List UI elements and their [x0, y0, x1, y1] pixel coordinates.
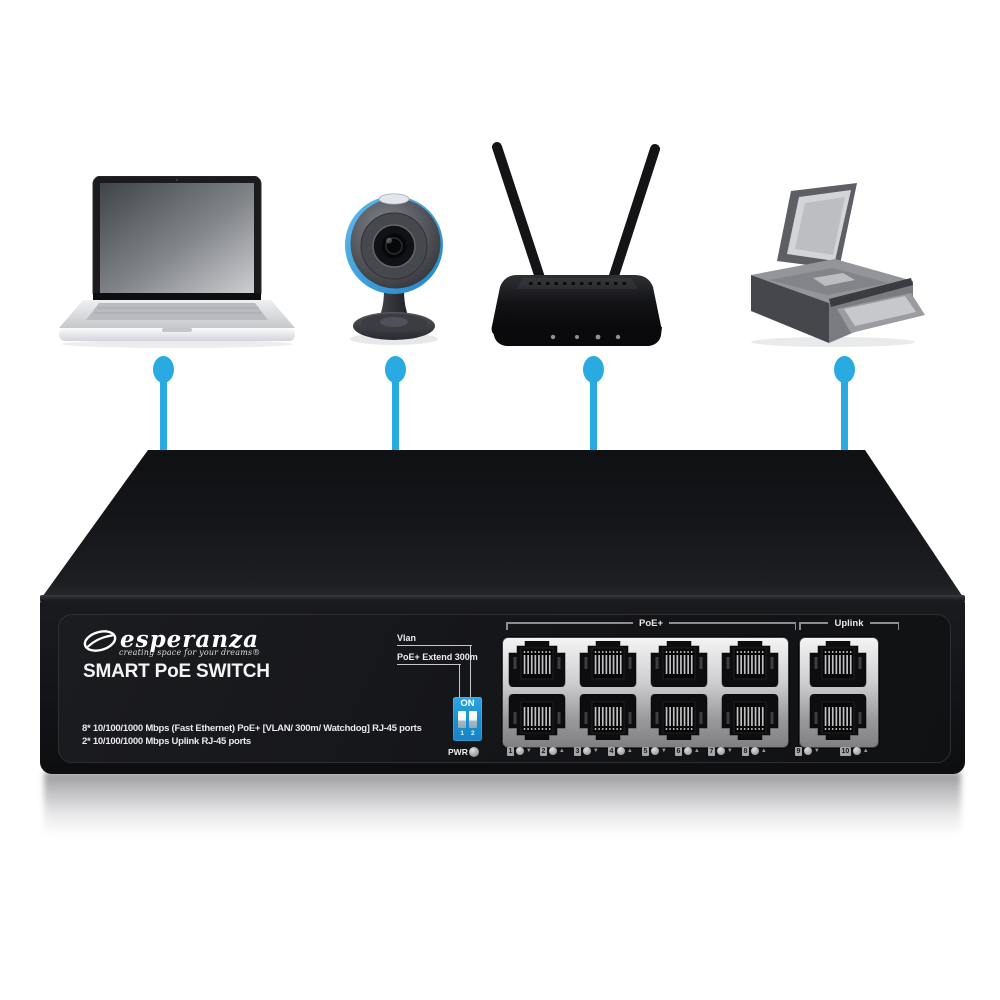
bracket-tick: [506, 622, 508, 630]
switch-front-edge: [40, 595, 965, 602]
connector-dot-router: [582, 356, 604, 383]
port-number: 5: [642, 746, 649, 756]
port-arrow: ▼: [726, 748, 733, 754]
connector-line-printer: [840, 380, 848, 452]
rj45-port-3: [577, 694, 639, 740]
bracket-tick: [799, 622, 801, 630]
rj45-port-6: [648, 641, 710, 687]
dip-pos-1-label: 1: [460, 730, 464, 737]
rj45-port-9: [807, 694, 869, 740]
extend-leader-line: [459, 664, 461, 697]
product-title: SMART PoE SWITCH: [83, 661, 270, 682]
connector-line-router: [589, 380, 597, 452]
port-indicator-7: 7 ▼: [708, 746, 733, 756]
port-number: 1: [507, 746, 514, 756]
connector-dot-printer: [833, 356, 855, 383]
port-number: 9: [795, 746, 802, 756]
uplink-group-label: Uplink: [834, 618, 864, 629]
port-led: [548, 747, 557, 755]
port-led: [616, 747, 625, 755]
port-indicator-5: 5 ▼: [642, 746, 667, 756]
dip-slider-1: [458, 711, 466, 728]
port-indicator-2: 2 ▲: [540, 746, 565, 756]
dip-switch: ON 1 2: [453, 697, 482, 741]
extend-leader-underline: [397, 664, 461, 666]
port-number: 3: [574, 746, 581, 756]
port-led: [683, 747, 692, 755]
port-led: [750, 747, 759, 755]
port-led: [852, 747, 861, 755]
rj45-port-7: [719, 694, 781, 740]
port-arrow: ▲: [760, 748, 767, 754]
rj45-port-2: [506, 641, 568, 687]
port-number: 6: [675, 746, 682, 756]
brand-tagline: creating space for your dreams®: [119, 648, 261, 657]
laptop-icon: [59, 176, 295, 348]
port-indicator-8: 8 ▲: [742, 746, 767, 756]
esperanza-logo-icon: [83, 630, 117, 652]
switch-drop-shadow: [44, 772, 961, 840]
webcam-icon: [345, 193, 443, 345]
port-arrow: ▲: [693, 748, 700, 754]
poe-group-bracket: PoE+: [506, 618, 796, 631]
port-arrow: ▼: [592, 748, 599, 754]
port-number: 8: [742, 746, 749, 756]
switch-top-face: [40, 450, 965, 600]
port-indicator-4: 4 ▲: [608, 746, 633, 756]
port-arrow: ▲: [862, 748, 869, 754]
bracket-line: [869, 622, 898, 624]
port-led: [582, 747, 591, 755]
port-indicator-1: 1 ▼: [507, 746, 532, 756]
rj45-port-4: [577, 641, 639, 687]
vlan-leader-line: [470, 645, 472, 697]
port-number: 10: [840, 746, 851, 756]
port-number: 4: [608, 746, 615, 756]
brand-logo-text: esperanza: [120, 626, 260, 653]
uplink-group-bracket: Uplink: [799, 618, 899, 631]
dip-label-vlan: Vlan: [397, 633, 417, 643]
bracket-line: [669, 622, 795, 624]
port-indicator-9: 9 ▼: [795, 746, 820, 756]
bracket-line: [507, 622, 633, 624]
spec-line-2: 2* 10/100/1000 Mbps Uplink RJ-45 ports: [82, 736, 251, 747]
port-led: [650, 747, 659, 755]
port-led: [515, 747, 524, 755]
port-indicator-3: 3 ▼: [574, 746, 599, 756]
rj45-port-5: [648, 694, 710, 740]
port-arrow: ▼: [813, 748, 820, 754]
bracket-tick: [794, 622, 796, 630]
rj45-port-8: [719, 641, 781, 687]
port-arrow: ▼: [660, 748, 667, 754]
bracket-tick: [897, 622, 899, 630]
connector-dot-webcam: [384, 356, 406, 383]
poe-group-label: PoE+: [638, 618, 664, 629]
printer-icon: [751, 183, 925, 347]
spec-line-1: 8* 10/100/1000 Mbps (Fast Ethernet) PoE+…: [82, 723, 422, 734]
rj45-port-1: [506, 694, 568, 740]
port-indicator-10: 10 ▲: [840, 746, 869, 756]
pwr-label: PWR: [448, 747, 468, 757]
router-icon: [491, 142, 662, 346]
dip-slider-2: [469, 711, 477, 728]
dip-label-extend: PoE+ Extend 300m: [397, 652, 478, 662]
connector-line-webcam: [391, 380, 399, 452]
port-number: 2: [540, 746, 547, 756]
dip-pos-2-label: 2: [471, 730, 475, 737]
port-arrow: ▼: [525, 748, 532, 754]
port-indicator-6: 6 ▲: [675, 746, 700, 756]
port-led: [716, 747, 725, 755]
dip-on-label: ON: [460, 698, 475, 709]
vlan-leader-underline: [397, 645, 472, 647]
pwr-led: [469, 747, 479, 757]
port-arrow: ▲: [558, 748, 565, 754]
bracket-line: [800, 622, 829, 624]
port-led: [803, 747, 812, 755]
connector-line-laptop: [159, 380, 167, 452]
port-arrow: ▲: [626, 748, 633, 754]
connector-dot-laptop: [152, 356, 174, 383]
port-number: 7: [708, 746, 715, 756]
rj45-port-10: [807, 641, 869, 687]
